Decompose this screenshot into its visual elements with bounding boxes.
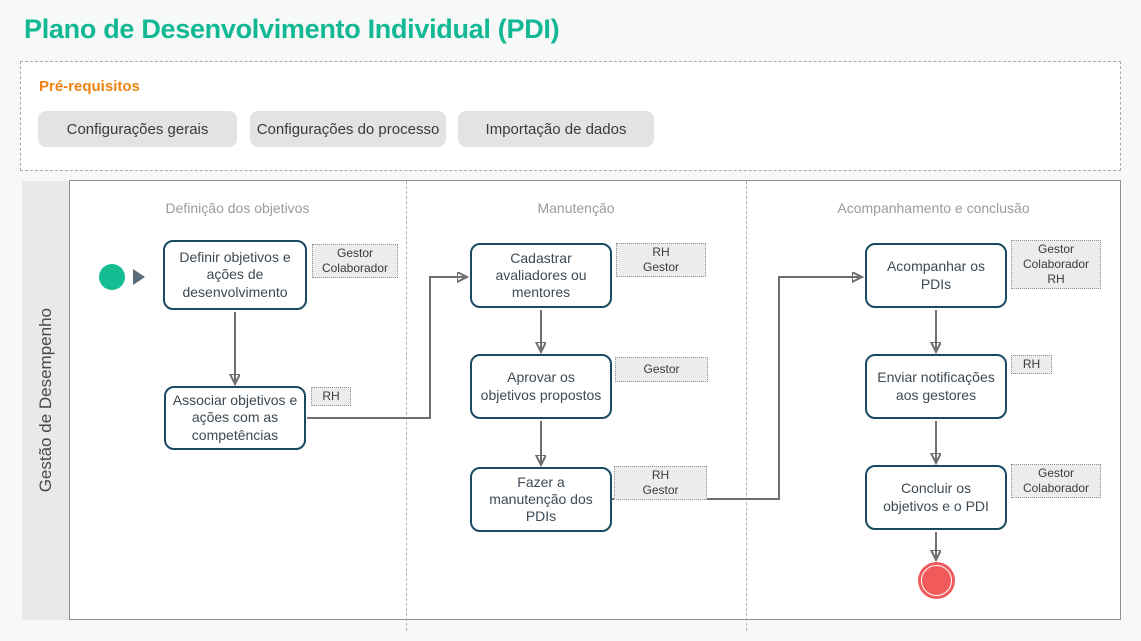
column-divider-2 <box>746 181 747 631</box>
start-event-icon <box>99 264 125 290</box>
prerequisites-label: Pré-requisitos <box>39 78 140 95</box>
page-title: Plano de Desenvolvimento Individual (PDI… <box>24 14 560 44</box>
role-tag-fazer: RH Gestor <box>614 466 707 500</box>
node-fazer-manutencao[interactable]: Fazer a manutenção dos PDIs <box>470 467 612 532</box>
role-tag-cadastrar: RH Gestor <box>616 243 706 277</box>
role-tag-enviar: RH <box>1011 355 1052 374</box>
node-definir-objetivos[interactable]: Definir objetivos e ações de desenvolvim… <box>163 240 307 310</box>
node-enviar-notificacoes[interactable]: Enviar notificações aos gestores <box>865 354 1007 419</box>
node-aprovar-objetivos[interactable]: Aprovar os objetivos propostos <box>470 354 612 419</box>
role-tag-definir: Gestor Colaborador <box>312 244 398 278</box>
role-tag-concluir: Gestor Colaborador <box>1011 464 1101 498</box>
role-tag-aprovar: Gestor <box>615 357 708 382</box>
column-header-definicao: Definição dos objetivos <box>165 200 310 216</box>
general-settings-button[interactable]: Configurações gerais <box>38 111 237 147</box>
end-event-icon <box>918 562 955 599</box>
swimlane-label-band: Gestão de Desempenho <box>22 181 69 620</box>
process-settings-button[interactable]: Configurações do processo <box>250 111 446 147</box>
column-divider-1 <box>406 181 407 631</box>
node-associar-objetivos[interactable]: Associar objetivos e ações com as compet… <box>164 386 306 450</box>
role-tag-associar: RH <box>311 387 351 406</box>
node-acompanhar-pdis[interactable]: Acompanhar os PDIs <box>865 243 1007 308</box>
swimlane-label: Gestão de Desempenho <box>35 308 55 493</box>
node-cadastrar-avaliadores[interactable]: Cadastrar avaliadores ou mentores <box>470 243 612 308</box>
data-import-button[interactable]: Importação de dados <box>458 111 654 147</box>
play-triangle-icon <box>133 269 145 285</box>
node-concluir-objetivos[interactable]: Concluir os objetivos e o PDI <box>865 465 1007 530</box>
column-header-manutencao: Manutenção <box>537 200 615 216</box>
column-header-acompanhamento: Acompanhamento e conclusão <box>837 200 1030 216</box>
role-tag-acompanhar: Gestor Colaborador RH <box>1011 240 1101 289</box>
prerequisites-panel: Pré-requisitos Configurações gerais Conf… <box>20 61 1121 171</box>
